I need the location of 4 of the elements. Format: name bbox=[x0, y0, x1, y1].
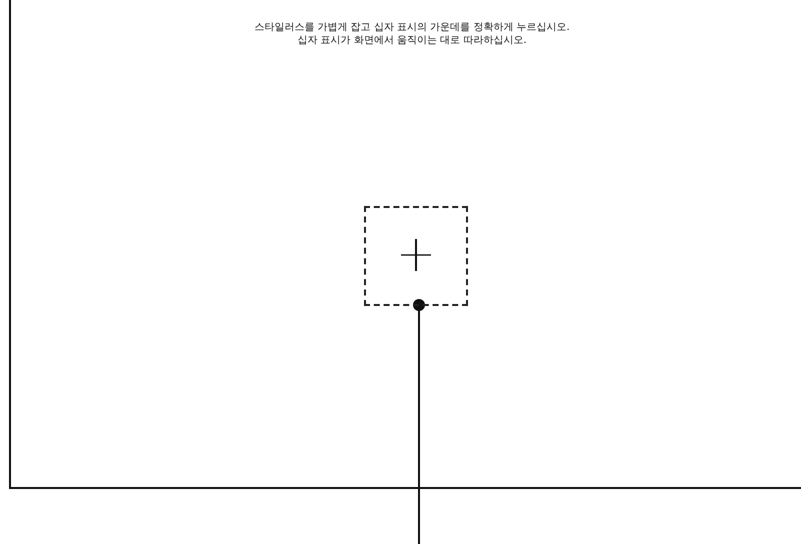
target-box bbox=[364, 206, 468, 306]
instruction-text: 스타일러스를 가볍게 잡고 십자 표시의 가운데를 정확하게 누르십시오. 십자 표시가 화면에서 움직이는 대로 따라하십시오. bbox=[253, 21, 571, 47]
screen-panel bbox=[9, 0, 801, 489]
leader-line bbox=[413, 299, 425, 544]
